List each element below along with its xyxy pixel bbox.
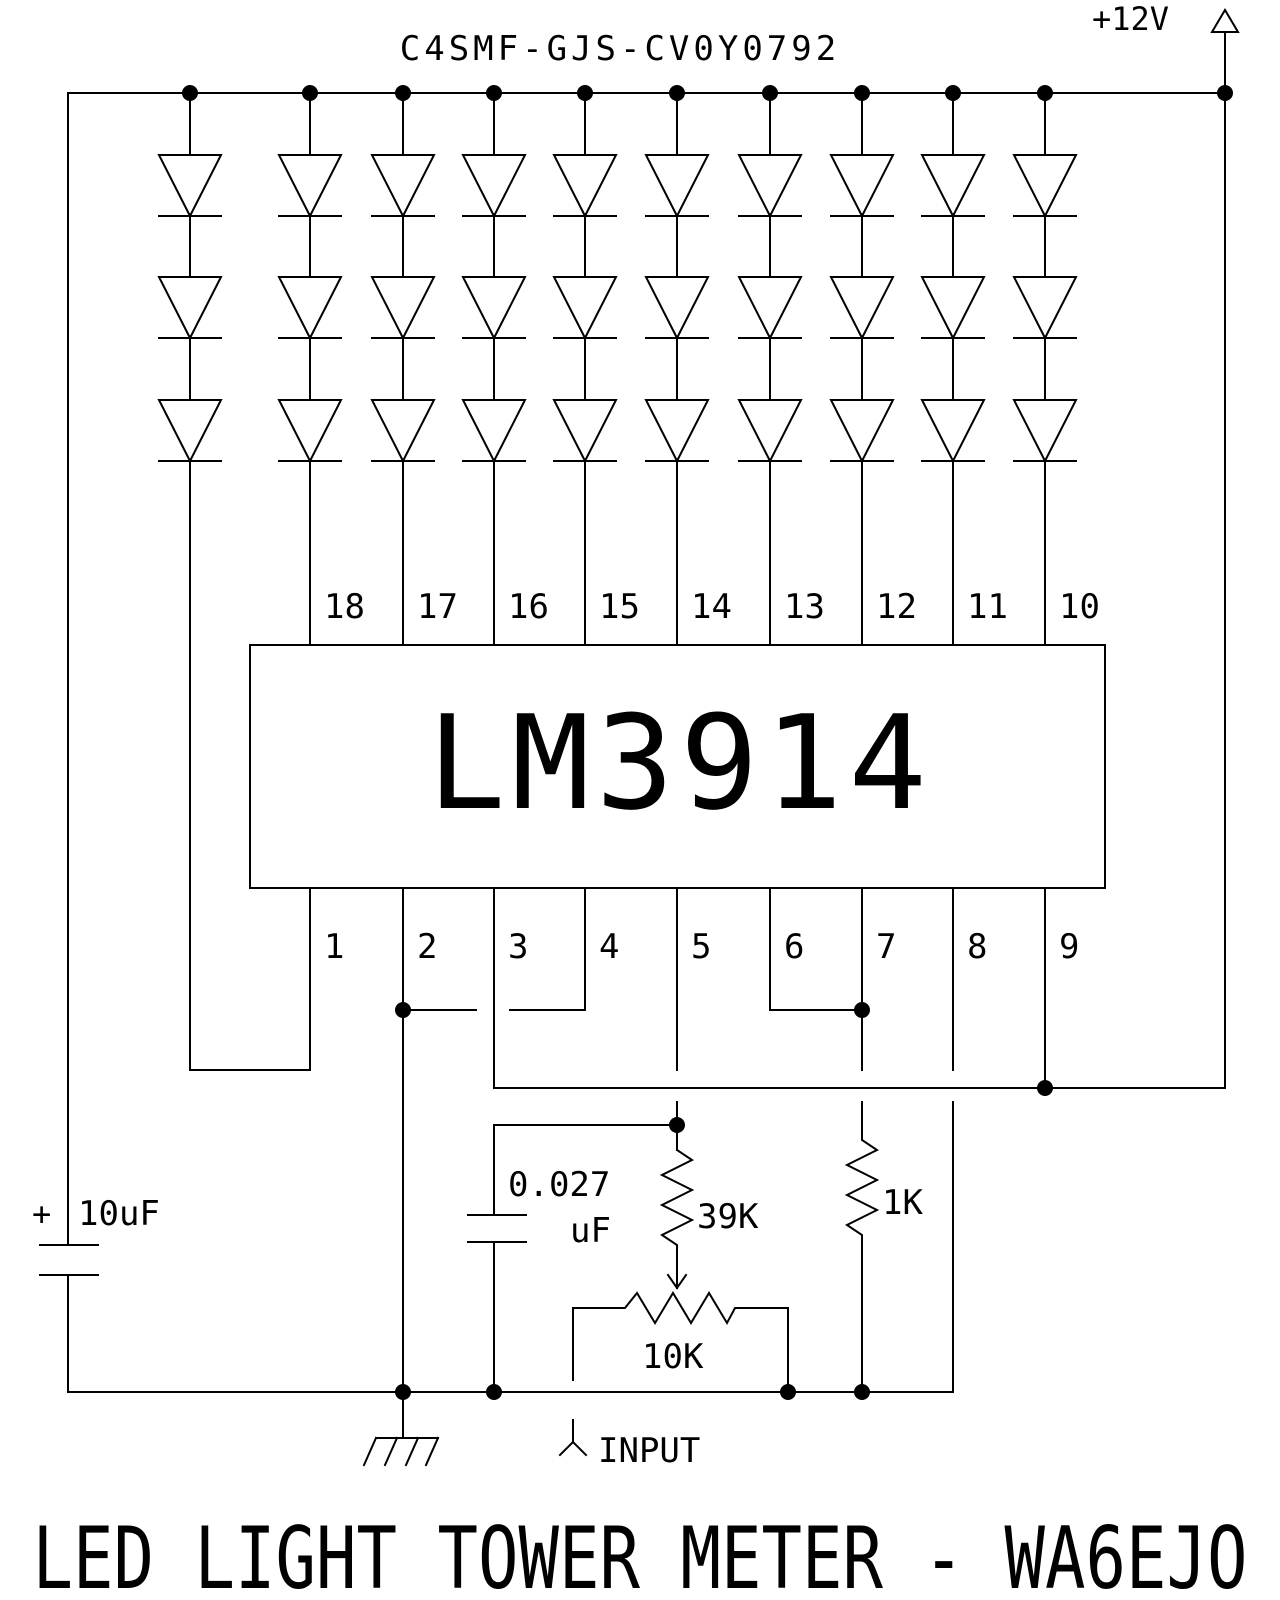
pin8-lower-wire [861, 1101, 954, 1393]
led-column [277, 85, 343, 646]
top-pin-label: 15 [599, 587, 640, 627]
r1k-label: 1K [882, 1183, 923, 1223]
pin1-wire [189, 461, 311, 1071]
bottom-pin-label: 9 [1059, 927, 1079, 967]
top-pin-label: 17 [417, 587, 458, 627]
cap-10uf-value: 10uF [78, 1194, 160, 1234]
top-pin-label: 18 [324, 587, 365, 627]
led-diode-icon [829, 154, 895, 219]
bottom-pin-label: 7 [876, 927, 896, 967]
led-column [644, 85, 710, 646]
led-column [461, 85, 527, 646]
led-diode-icon [829, 399, 895, 464]
top-pin-label: 10 [1059, 587, 1100, 627]
cap-small-value-2: uF [570, 1211, 611, 1251]
pin4-wire [509, 887, 586, 1011]
led-diode-icon [552, 276, 618, 341]
bottom-pin-label: 1 [324, 927, 344, 967]
cap-10uf-plus: + [32, 1195, 51, 1233]
led-column [370, 85, 436, 646]
led-diode-icon [277, 399, 343, 464]
ic-name: LM3914 [427, 687, 933, 839]
led-diode-icon [644, 154, 710, 219]
led-column [737, 85, 803, 646]
led-diode-icon [644, 399, 710, 464]
cap-small-wire [467, 1124, 527, 1393]
supply-label: +12V [1092, 0, 1169, 38]
led-diode-icon [737, 399, 803, 464]
bottom-pin-label: 2 [417, 927, 437, 967]
ground-icon [362, 1391, 440, 1467]
pot-label: 10K [642, 1337, 704, 1377]
bottom-pin-label: 3 [508, 927, 528, 967]
led-diode-icon [157, 154, 223, 219]
led-column [829, 85, 895, 646]
led-array [157, 85, 1078, 646]
bottom-pin-label: 4 [599, 927, 619, 967]
led-diode-icon [157, 276, 223, 341]
led-diode-icon [157, 399, 223, 464]
led-diode-icon [1012, 399, 1078, 464]
top-pin-labels: 18 17 16 15 14 13 12 11 10 [324, 587, 1100, 627]
top-pin-label: 12 [876, 587, 917, 627]
led-diode-icon [920, 154, 986, 219]
bottom-pin-label: 8 [967, 927, 987, 967]
led-part-number: C4SMF-GJS-CV0Y0792 [400, 29, 840, 69]
led-diode-icon [644, 276, 710, 341]
bottom-pin-label: 5 [691, 927, 711, 967]
bottom-pin-label: 6 [784, 927, 804, 967]
pin6-wire [769, 887, 863, 1011]
r39k-label: 39K [697, 1197, 759, 1237]
led-diode-icon [370, 276, 436, 341]
led-diode-icon [277, 154, 343, 219]
top-pin-label: 14 [691, 587, 732, 627]
pot-wiper-arrow-icon [666, 1273, 688, 1290]
led-diode-icon [370, 154, 436, 219]
led-diode-icon [829, 276, 895, 341]
r1k-resistor [844, 1101, 880, 1393]
top-pin-label: 13 [784, 587, 825, 627]
led-diode-icon [552, 399, 618, 464]
led-diode-icon [461, 276, 527, 341]
led-column [157, 85, 223, 464]
led-diode-icon [461, 399, 527, 464]
supply-arrow-icon [1210, 8, 1240, 93]
top-pin-label: 16 [508, 587, 549, 627]
led-diode-icon [737, 276, 803, 341]
cap-small-value-1: 0.027 [508, 1165, 610, 1205]
bottom-pin-labels: 1 2 3 4 5 6 7 8 9 [324, 927, 1079, 967]
led-diode-icon [461, 154, 527, 219]
led-diode-icon [552, 154, 618, 219]
pot-10k [572, 1291, 789, 1393]
cap-small-wire-top [493, 1101, 678, 1126]
led-column [552, 85, 618, 646]
pin3-wire [493, 887, 1226, 1089]
led-column [1012, 85, 1078, 646]
led-column [920, 85, 986, 646]
led-diode-icon [737, 154, 803, 219]
led-diode-icon [1012, 276, 1078, 341]
led-diode-icon [1012, 154, 1078, 219]
cap-10uf [39, 1207, 99, 1393]
diagram-title: LED LIGHT TOWER METER - WA6EJO [33, 1509, 1248, 1600]
led-diode-icon [920, 276, 986, 341]
top-pin-label: 11 [967, 587, 1008, 627]
input-arrow-icon [558, 1419, 588, 1457]
led-diode-icon [277, 276, 343, 341]
led-diode-icon [920, 399, 986, 464]
input-label: INPUT [598, 1431, 700, 1471]
junction-dots [395, 85, 1233, 1400]
r39k-resistor [659, 1148, 695, 1289]
led-diode-icon [370, 399, 436, 464]
